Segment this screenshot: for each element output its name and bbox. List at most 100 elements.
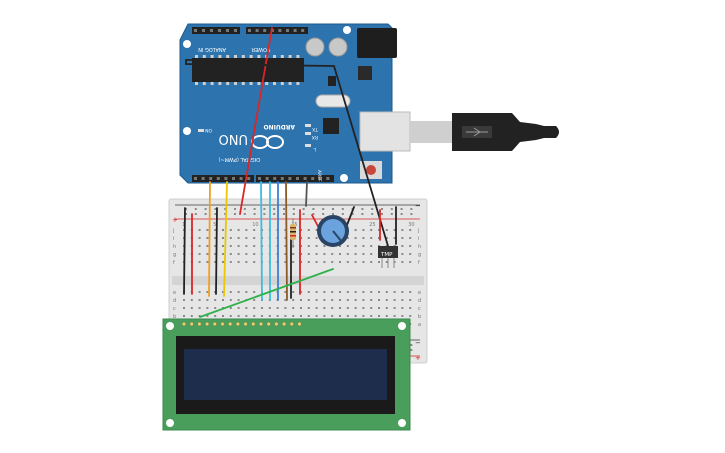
- usb-cable-plug[interactable]: [452, 113, 559, 151]
- resistor[interactable]: [290, 218, 296, 248]
- rail-hole: [243, 213, 246, 215]
- breadboard-hole: [307, 299, 310, 301]
- breadboard-hole: [245, 315, 248, 317]
- breadboard-hole: [206, 307, 209, 309]
- digital-header-low[interactable]: [192, 175, 254, 182]
- breadboard-hole: [292, 291, 295, 293]
- tx-label: TX: [312, 126, 319, 132]
- breadboard-hole: [370, 229, 373, 231]
- temperature-sensor[interactable]: TMP: [378, 246, 398, 268]
- wire-green[interactable]: [199, 268, 334, 318]
- wires: [183, 27, 397, 318]
- potentiometer[interactable]: [317, 215, 349, 247]
- breadboard-hole: [393, 299, 396, 301]
- breadboard-hole: [315, 315, 318, 317]
- usb-connector[interactable]: [359, 111, 455, 152]
- rail-plus-label-bottom: +: [415, 354, 421, 362]
- breadboard-hole: [370, 245, 373, 247]
- chip-pin: [280, 82, 284, 85]
- crystal: [315, 94, 351, 108]
- analog-header[interactable]: [192, 27, 240, 34]
- digital-header-high[interactable]: [256, 175, 334, 182]
- breadboard-hole: [354, 261, 357, 263]
- wire-black-gnd[interactable]: [185, 59, 389, 247]
- header-pin: [318, 177, 322, 180]
- breadboard-hole: [245, 253, 248, 255]
- row-letter: g: [173, 252, 176, 258]
- chip-pin: [273, 55, 276, 58]
- breadboard-hole: [362, 261, 365, 263]
- rail-hole: [253, 208, 256, 210]
- header-pin: [248, 29, 251, 32]
- chip-pin: [218, 55, 222, 58]
- breadboard-hole: [315, 253, 318, 255]
- header-pin: [265, 177, 269, 180]
- breadboard-hole: [370, 307, 373, 309]
- chip-pin: [218, 82, 222, 85]
- lcd-pin: [289, 321, 294, 327]
- lcd-pin: [181, 321, 187, 327]
- header-pin: [278, 29, 282, 32]
- wire-brown[interactable]: [285, 181, 288, 301]
- breadboard-hole: [378, 229, 380, 231]
- header-pin: [311, 177, 315, 180]
- wire-gray[interactable]: [305, 181, 308, 207]
- chip-pin: [241, 55, 245, 58]
- breadboard-hole: [284, 291, 287, 293]
- breadboard-hole: [362, 237, 365, 239]
- lcd-pin: [266, 321, 271, 327]
- breadboard-hole: [307, 261, 310, 263]
- rail-hole: [204, 208, 207, 210]
- power-header[interactable]: [246, 27, 308, 34]
- arduino-board[interactable]: ANALOG IN POWER ARDUINO UNO ON TX RX L: [179, 23, 397, 184]
- chip-pin: [249, 55, 253, 58]
- breadboard-hole: [409, 307, 412, 309]
- breadboard-hole: [261, 315, 263, 317]
- lcd-module[interactable]: [162, 318, 411, 431]
- wire-red-5v[interactable]: [239, 27, 273, 215]
- wire-yellow[interactable]: [223, 181, 228, 297]
- header-pin: [218, 29, 221, 32]
- breadboard-hole: [378, 315, 380, 317]
- breadboard-hole: [385, 237, 388, 239]
- rail-hole: [253, 213, 256, 215]
- breadboard-hole: [300, 307, 302, 309]
- rail-hole: [224, 208, 227, 210]
- rail-hole: [351, 213, 354, 215]
- chip-pin: [288, 55, 292, 58]
- wire-orange[interactable]: [208, 181, 211, 297]
- rail-hole: [283, 213, 285, 215]
- wire-black-mid[interactable]: [215, 207, 218, 295]
- rail-hole: [322, 213, 325, 215]
- rail-hole: [283, 208, 285, 210]
- rail-hole: [361, 213, 364, 215]
- breadboard-hole: [198, 291, 201, 293]
- breadboard-hole: [307, 291, 310, 293]
- rail-hole: [381, 208, 383, 210]
- header-pin: [234, 29, 237, 32]
- column-number: 1: [182, 222, 185, 228]
- header-pin: [263, 29, 267, 32]
- row-letter: j: [172, 228, 174, 234]
- reset-button[interactable]: [366, 165, 376, 175]
- header-pin: [273, 177, 277, 180]
- l-led: [305, 144, 311, 147]
- header-pin: [226, 29, 229, 32]
- breadboard-hole: [284, 245, 287, 247]
- wire-black-pot[interactable]: [346, 206, 355, 226]
- breadboard-hole: [214, 315, 217, 317]
- power-jack[interactable]: [357, 28, 397, 58]
- wire-cyan-1[interactable]: [260, 181, 263, 301]
- brand-label: ARDUINO: [264, 123, 295, 130]
- breadboard-hole: [370, 253, 373, 255]
- wire-black-left[interactable]: [183, 207, 186, 295]
- breadboard-hole: [237, 291, 240, 293]
- breadboard-hole: [401, 237, 404, 239]
- breadboard-hole: [339, 307, 341, 309]
- breadboard-hole: [206, 245, 209, 247]
- breadboard-hole: [229, 245, 232, 247]
- breadboard-hole: [268, 315, 271, 317]
- breadboard-hole: [214, 229, 217, 231]
- rail-hole: [322, 208, 325, 210]
- breadboard-hole: [354, 299, 357, 301]
